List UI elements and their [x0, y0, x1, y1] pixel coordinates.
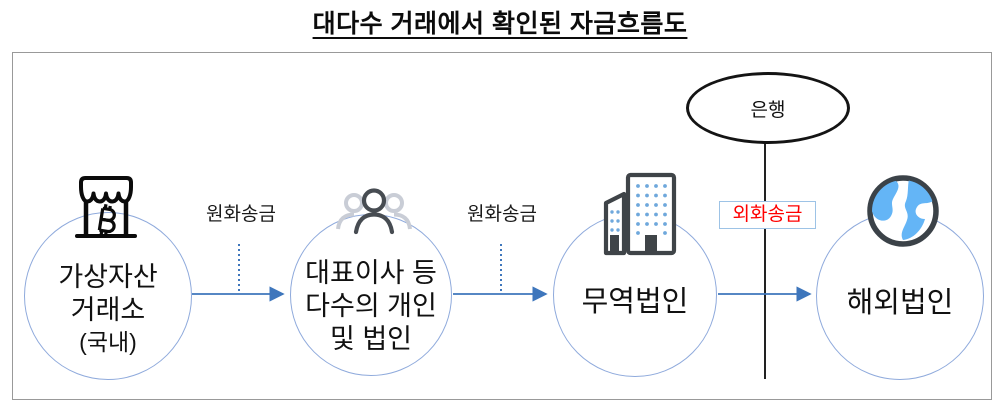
edges-overlay	[192, 244, 812, 302]
node-label-line: 해외법인	[846, 286, 954, 319]
globe-icon	[867, 175, 939, 247]
node-label-line: 무역법인	[581, 285, 689, 318]
node-label-line: 및 법인	[329, 323, 413, 354]
bitcoin-store-icon	[75, 176, 137, 238]
bank-label: 은행	[750, 99, 786, 121]
node-label-line: 대표이사 등	[305, 257, 437, 288]
diagram-title: 대다수 거래에서 확인된 자금흐름도	[312, 10, 688, 38]
diagram-frame: 은행 가상자산 거래소 (국내) 대표이사 등 다수의 개인	[12, 52, 992, 400]
buildings-icon	[603, 172, 677, 256]
node-crypto-exchange: 가상자산 거래소 (국내)	[24, 212, 192, 380]
people-icon	[336, 188, 412, 235]
edge-label-krw-2: 원화송금	[467, 204, 537, 225]
node-label-line: 다수의 개인	[305, 290, 437, 321]
node-ceo-individuals: 대표이사 등 다수의 개인 및 법인	[290, 214, 452, 376]
edge-label-fx: 외화송금	[719, 201, 816, 229]
bank-vertical-line	[764, 138, 766, 379]
bank-ellipse: 은행	[686, 72, 850, 144]
node-label-line: 가상자산	[58, 262, 158, 292]
edge-label-krw-1: 원화송금	[206, 204, 276, 225]
node-label-line: (국내)	[79, 329, 137, 355]
node-label-line: 거래소	[70, 295, 146, 325]
bitcoin-symbol	[97, 204, 116, 236]
